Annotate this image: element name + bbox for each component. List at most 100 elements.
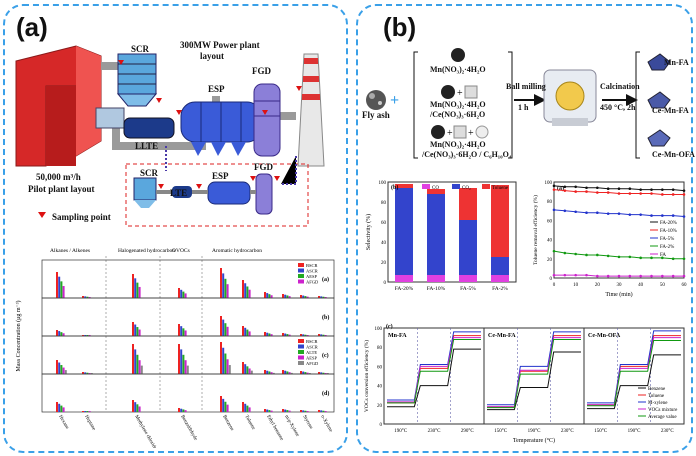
sel-bar-segment — [395, 184, 413, 188]
mn-precursor-icon — [451, 48, 465, 62]
voc-legend-label: BSCR — [306, 339, 318, 344]
conv-series-line — [587, 335, 681, 406]
rem-point — [585, 253, 588, 257]
voc-subplot-frame — [41, 373, 335, 413]
voc-legend-swatch — [298, 263, 304, 267]
svg-text:+: + — [447, 128, 453, 139]
pilot-label-scr: SCR — [140, 168, 159, 178]
conv-ytick: 40 — [377, 385, 383, 390]
voc-bar — [82, 372, 84, 374]
voc-bar — [86, 335, 89, 336]
sel-legend-swatch — [482, 184, 490, 189]
voc-bar — [242, 326, 244, 336]
voc-legend-swatch — [298, 350, 304, 354]
panel-b — [356, 4, 693, 453]
voc-bar — [246, 329, 249, 336]
voc-bar — [88, 373, 91, 374]
rem-point — [650, 214, 653, 217]
voc-legend-label: AESP — [306, 274, 318, 279]
conv-series-line — [387, 339, 481, 404]
fly-ash-icon — [366, 90, 386, 110]
voc-bar — [56, 360, 58, 374]
sel-ytick: 80 — [381, 201, 387, 206]
rem-point — [650, 192, 653, 195]
voc-bar — [184, 293, 187, 298]
voc-bar — [56, 402, 58, 412]
voc-subplot-tag: (c) — [322, 352, 329, 359]
voc-bar — [140, 365, 143, 374]
rem-point — [563, 251, 567, 255]
voc-bar — [136, 404, 139, 412]
rem-point — [682, 189, 686, 192]
voc-bar — [306, 296, 309, 298]
voc-bar — [266, 370, 269, 374]
calc-cond-label: 450 °C, 2h — [600, 103, 636, 112]
pilot-fgd-icon — [255, 173, 273, 215]
conv-ytick: 20 — [377, 404, 383, 409]
voc-bar — [284, 370, 287, 374]
voc-bar — [58, 276, 61, 298]
voc-bar — [88, 297, 91, 298]
voc-bar — [60, 365, 63, 374]
rem-point — [617, 255, 621, 259]
voc-bar — [182, 409, 185, 412]
voc-bar — [226, 284, 229, 298]
rem-point — [574, 185, 577, 189]
rem-point — [596, 211, 599, 215]
voc-bar — [320, 410, 323, 412]
rem-legend-label: FA-5% — [660, 237, 674, 242]
voc-bar — [222, 273, 225, 298]
voc-bar — [182, 291, 185, 298]
voc-bar — [272, 372, 275, 374]
voc-bar — [248, 368, 251, 374]
voc-bar — [180, 326, 183, 336]
voc-bar — [248, 407, 251, 412]
voc-bar — [322, 372, 325, 374]
voc-bar — [324, 297, 327, 298]
conv-series-line — [487, 335, 581, 408]
boiler-icon — [15, 45, 102, 167]
svg-text:+: + — [457, 88, 463, 99]
rem-point — [574, 210, 577, 214]
voc-bar — [220, 342, 222, 374]
voc-bar — [264, 409, 266, 412]
rem-ytick: 80 — [547, 200, 553, 205]
sel-bar-segment — [427, 189, 445, 194]
product-label-mn-fa: Mn-FA — [664, 58, 689, 67]
voc-legend-label: ASCR — [306, 345, 318, 350]
voc-bar — [242, 362, 244, 374]
voc-bar — [300, 334, 302, 336]
voc-bar — [242, 402, 244, 412]
voc-bar — [306, 411, 309, 412]
rem-point — [671, 193, 675, 196]
voc-bar — [86, 372, 89, 374]
voc-bar — [58, 331, 61, 336]
voc-bar — [60, 281, 63, 298]
voc-bar — [82, 335, 84, 336]
conv-series-line — [387, 331, 481, 401]
sampling-markers-top — [118, 60, 302, 115]
voc-bar — [308, 373, 311, 374]
rem-legend-label: FA-2% — [660, 245, 674, 250]
conv-legend-label: Toluene — [648, 394, 665, 399]
conv-series-line — [487, 339, 581, 409]
conv-legend-label: Benzene — [648, 387, 666, 392]
label-esp: ESP — [208, 84, 225, 94]
plant-title-2: layout — [200, 51, 225, 61]
voc-bar — [284, 409, 287, 412]
rem-legend-label: FA-20% — [660, 221, 677, 226]
rem-ytick: 60 — [547, 219, 553, 224]
rem-point — [661, 214, 664, 217]
rem-ytick: 0 — [550, 277, 553, 282]
sel-bar-segment — [491, 257, 509, 275]
conv-subplot-title: Ce-Mn-FA — [488, 333, 516, 339]
voc-bar — [132, 400, 134, 412]
rem-point — [682, 274, 686, 278]
voc-bar — [138, 406, 141, 412]
product-mn-fa-icon — [647, 53, 671, 71]
rem-point — [552, 249, 556, 253]
rem-point — [596, 191, 599, 194]
voc-bar — [270, 334, 273, 336]
voc-xtick: Heptane — [83, 415, 96, 433]
voc-bar — [282, 294, 284, 298]
